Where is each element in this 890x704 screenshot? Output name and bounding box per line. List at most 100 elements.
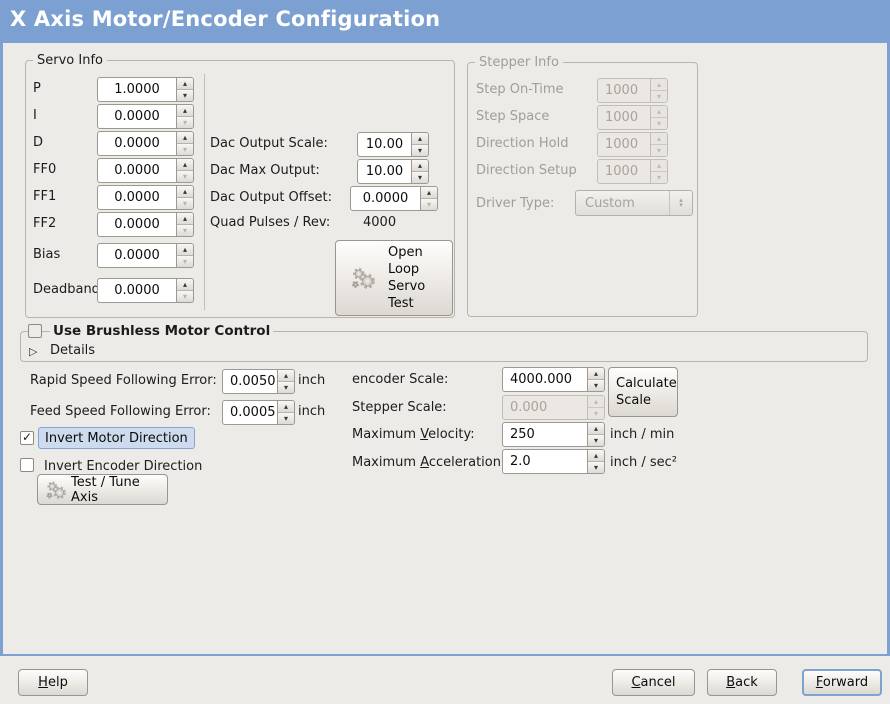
maximum-acceleration-unit: inch / sec² (610, 455, 678, 470)
p-spin-up-icon[interactable] (177, 78, 193, 90)
maximum-velocity-label: Maximum Velocity: (352, 427, 475, 442)
p-value[interactable]: 1.0000 (97, 77, 177, 102)
p-label: P (33, 81, 41, 96)
p-spin-down-icon[interactable] (177, 90, 193, 101)
dialog-header: X Axis Motor/Encoder Configuration (0, 0, 890, 43)
invert-motor-direction-label[interactable]: Invert Motor Direction (38, 427, 195, 449)
window-border-right (887, 43, 890, 656)
bias-spin-up-icon[interactable] (177, 244, 193, 256)
direction-hold-value: 1000 (597, 132, 651, 157)
invert-encoder-direction-label[interactable]: Invert Encoder Direction (44, 459, 203, 474)
encoder-scale-spin-up-icon[interactable] (588, 368, 604, 380)
help-button[interactable]: Help (18, 669, 88, 696)
i-label: I (33, 108, 37, 123)
i-spin-down-icon[interactable] (177, 117, 193, 128)
dac-output-scale-value[interactable]: 10.00 (357, 132, 412, 157)
forward-button-label: Forward (815, 675, 869, 690)
invert-encoder-direction-checkbox[interactable] (20, 458, 34, 472)
rapid-following-error-value[interactable]: 0.0050 (222, 369, 278, 394)
dac-max-output-value[interactable]: 10.00 (357, 159, 412, 184)
dac-scale-spin-up-icon[interactable] (412, 133, 428, 145)
ff0-value[interactable]: 0.0000 (97, 158, 177, 183)
use-brushless-label[interactable]: Use Brushless Motor Control (50, 323, 274, 339)
dac-max-spin-down-icon[interactable] (412, 172, 428, 183)
encoder-scale-spin-down-icon[interactable] (588, 380, 604, 391)
details-expander-label[interactable]: Details (50, 343, 96, 358)
d-spinbox[interactable]: 0.0000 (97, 131, 194, 156)
ff1-value[interactable]: 0.0000 (97, 185, 177, 210)
bias-value[interactable]: 0.0000 (97, 243, 177, 268)
feed-following-error-value[interactable]: 0.0005 (222, 400, 278, 425)
maximum-acceleration-spinbox[interactable]: 2.0 (502, 449, 605, 474)
d-label: D (33, 135, 44, 150)
d-spin-down-icon[interactable] (177, 144, 193, 155)
p-spinbox[interactable]: 1.0000 (97, 77, 194, 102)
encoder-scale-spinbox[interactable]: 4000.000 (502, 367, 605, 392)
rapid-following-error-spinbox[interactable]: 0.0050 (222, 369, 295, 394)
ff1-spin-down-icon[interactable] (177, 198, 193, 209)
ff1-spinbox[interactable]: 0.0000 (97, 185, 194, 210)
ff0-spinbox[interactable]: 0.0000 (97, 158, 194, 183)
dac-output-offset-spinbox[interactable]: 0.0000 (350, 186, 438, 211)
use-brushless-checkbox[interactable] (28, 324, 42, 338)
step-on-time-spin-down-icon (651, 91, 667, 102)
dac-max-output-spinbox[interactable]: 10.00 (357, 159, 429, 184)
dac-max-spin-up-icon[interactable] (412, 160, 428, 172)
acceleration-spin-up-icon[interactable] (588, 450, 604, 462)
deadband-spin-down-icon[interactable] (177, 291, 193, 302)
feed-error-spin-down-icon[interactable] (278, 413, 294, 424)
calculate-scale-button[interactable]: Calculate Scale (608, 367, 678, 417)
ff2-value[interactable]: 0.0000 (97, 212, 177, 237)
velocity-spin-up-icon[interactable] (588, 423, 604, 435)
ff2-label: FF2 (33, 216, 57, 231)
forward-button[interactable]: Forward (802, 669, 882, 696)
rapid-following-error-label: Rapid Speed Following Error: (30, 373, 217, 388)
i-spin-up-icon[interactable] (177, 105, 193, 117)
bias-spin-down-icon[interactable] (177, 256, 193, 267)
acceleration-spin-down-icon[interactable] (588, 462, 604, 473)
deadband-spin-up-icon[interactable] (177, 279, 193, 291)
maximum-acceleration-value[interactable]: 2.0 (502, 449, 588, 474)
cancel-button[interactable]: Cancel (612, 669, 695, 696)
feed-following-error-spinbox[interactable]: 0.0005 (222, 400, 295, 425)
d-spin-up-icon[interactable] (177, 132, 193, 144)
ff2-spin-up-icon[interactable] (177, 213, 193, 225)
i-value[interactable]: 0.0000 (97, 104, 177, 129)
gears-icon (46, 480, 66, 499)
feed-error-spin-up-icon[interactable] (278, 401, 294, 413)
dac-offset-spin-down-icon[interactable] (421, 199, 437, 210)
open-loop-servo-test-button[interactable]: Open Loop Servo Test (335, 240, 453, 316)
ff2-spin-down-icon[interactable] (177, 225, 193, 236)
deadband-spinbox[interactable]: 0.0000 (97, 278, 194, 303)
ff1-spin-up-icon[interactable] (177, 186, 193, 198)
ff2-spinbox[interactable]: 0.0000 (97, 212, 194, 237)
direction-setup-spin-down-icon (651, 172, 667, 183)
back-button-label: Back (726, 675, 758, 690)
test-tune-axis-button[interactable]: Test / Tune Axis (37, 474, 168, 505)
d-value[interactable]: 0.0000 (97, 131, 177, 156)
ff0-spin-down-icon[interactable] (177, 171, 193, 182)
invert-motor-direction-checkbox[interactable] (20, 430, 34, 445)
dac-output-scale-spinbox[interactable]: 10.00 (357, 132, 429, 157)
maximum-velocity-value[interactable]: 250 (502, 422, 588, 447)
rapid-error-spin-down-icon[interactable] (278, 382, 294, 393)
encoder-scale-value[interactable]: 4000.000 (502, 367, 588, 392)
deadband-label: Deadband (33, 282, 100, 297)
maximum-velocity-spinbox[interactable]: 250 (502, 422, 605, 447)
i-spinbox[interactable]: 0.0000 (97, 104, 194, 129)
dac-scale-spin-down-icon[interactable] (412, 145, 428, 156)
details-expander-triangle-icon[interactable]: ▷ (29, 345, 38, 358)
dac-offset-spin-up-icon[interactable] (421, 187, 437, 199)
dac-output-offset-value[interactable]: 0.0000 (350, 186, 421, 211)
bias-spinbox[interactable]: 0.0000 (97, 243, 194, 268)
ff0-spin-up-icon[interactable] (177, 159, 193, 171)
stepper-scale-spinbox: 0.000 (502, 395, 605, 420)
rapid-error-spin-up-icon[interactable] (278, 370, 294, 382)
servo-info-legend: Servo Info (33, 53, 107, 68)
back-button[interactable]: Back (707, 669, 777, 696)
deadband-value[interactable]: 0.0000 (97, 278, 177, 303)
step-space-spin-up-icon (651, 106, 667, 118)
velocity-spin-down-icon[interactable] (588, 435, 604, 446)
servo-info-frame (25, 60, 455, 318)
